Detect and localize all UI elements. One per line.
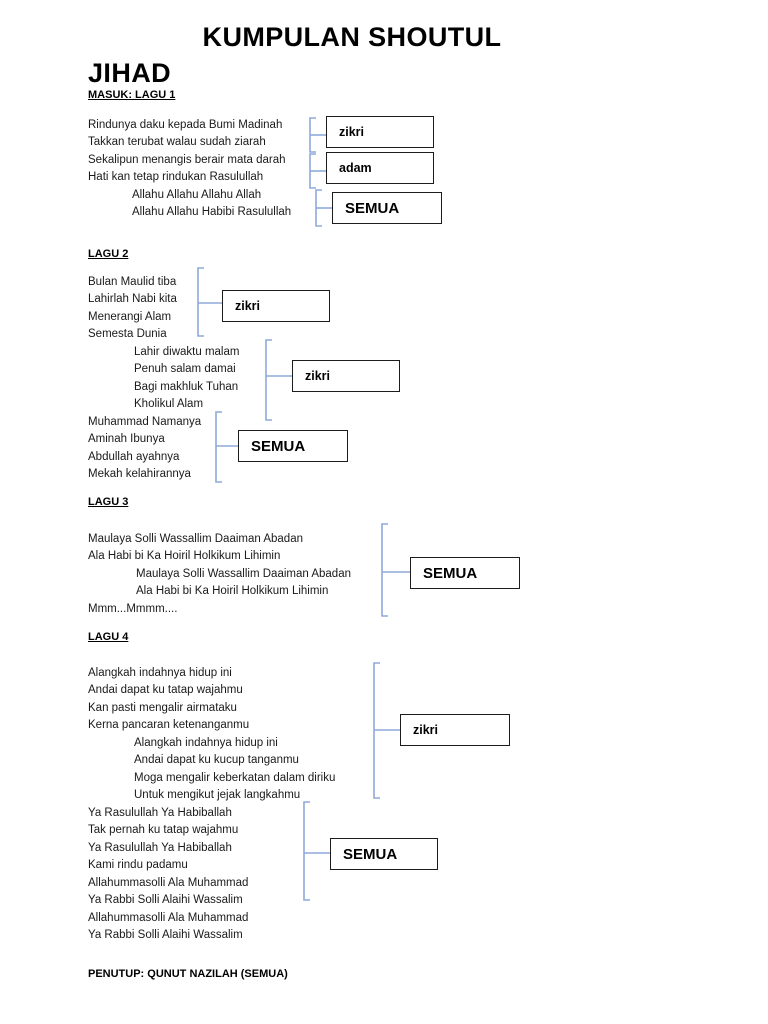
lyric-line: Alangkah indahnya hidup ini <box>88 667 232 679</box>
lyric-line: Abdullah ayahnya <box>88 451 180 463</box>
role-label: SEMUA <box>345 199 400 217</box>
lyric-line: Menerangi Alam <box>88 311 172 323</box>
bracket-lagu1-adam <box>309 153 316 189</box>
lyric-line: Allahummasolli Ala Muhammad <box>88 877 249 889</box>
lyric-line: Rindunya daku kepada Bumi Madinah <box>88 119 283 131</box>
lyric-line: Takkan terubat walau sudah ziarah <box>88 136 266 148</box>
lyric-line: Allahummasolli Ala Muhammad <box>88 912 249 924</box>
lyric-line: Aminah Ibunya <box>88 433 165 445</box>
bracket-lagu4-semua <box>303 801 310 901</box>
lyric-line: Kan pasti mengalir airmataku <box>88 702 237 714</box>
lyric-line: Ala Habi bi Ka Hoiril Holkikum Lihimin <box>88 550 281 562</box>
title-line-1: KUMPULAN SHOUTUL <box>202 22 502 52</box>
lyric-line: Untuk mengikut jejak langkahmu <box>134 789 301 801</box>
lyric-line: Kerna pancaran ketenanganmu <box>88 719 250 731</box>
lyric-line: Hati kan tetap rindukan Rasulullah <box>88 171 264 183</box>
role-label: zikri <box>339 125 365 139</box>
role-label: zikri <box>413 723 439 737</box>
role-box-zikri[interactable]: zikri <box>400 714 510 746</box>
bracket-lagu3-semua <box>381 523 388 617</box>
lyric-line: Muhammad Namanya <box>88 416 202 428</box>
document-footer: PENUTUP: QUNUT NAZILAH (SEMUA) <box>88 968 288 980</box>
role-label: adam <box>339 161 372 175</box>
lyric-line: Allahu Allahu Habibi Rasulullah <box>132 206 292 218</box>
lyric-line: Kami rindu padamu <box>88 859 188 871</box>
bracket-lagu4-zikri <box>373 662 380 799</box>
role-box-semua[interactable]: SEMUA <box>332 192 442 224</box>
section-heading-lagu-2: LAGU 2 <box>88 248 129 260</box>
bracket-lagu1-semua <box>315 189 322 227</box>
title-line-2: JIHAD <box>88 58 172 88</box>
role-box-semua[interactable]: SEMUA <box>330 838 438 870</box>
bracket-lagu2-zikri2 <box>265 339 272 421</box>
lyric-line: Ya Rasulullah Ya Habiballah <box>88 842 232 854</box>
lyric-line: Semesta Dunia <box>88 328 167 340</box>
role-box-semua[interactable]: SEMUA <box>410 557 520 589</box>
lyric-line: Lahir diwaktu malam <box>134 346 240 358</box>
lyric-line: Moga mengalir keberkatan dalam diriku <box>134 772 336 784</box>
lyric-line: Lahirlah Nabi kita <box>88 293 177 305</box>
role-box-zikri[interactable]: zikri <box>326 116 434 148</box>
lyric-line: Bulan Maulid tiba <box>88 276 177 288</box>
lyric-line: Mmm...Mmmm.... <box>88 603 178 615</box>
lyric-line: Mekah kelahirannya <box>88 468 191 480</box>
bracket-lagu2-zikri1 <box>197 267 204 337</box>
role-box-zikri[interactable]: zikri <box>292 360 400 392</box>
lyric-line: Ya Rabbi Solli Alaihi Wassalim <box>88 894 243 906</box>
lyric-line: Maulaya Solli Wassallim Daaiman Abadan <box>88 533 303 545</box>
lyric-line: Maulaya Solli Wassallim Daaiman Abadan <box>136 568 351 580</box>
lyric-line: Alangkah indahnya hidup ini <box>134 737 278 749</box>
lyric-line: Ya Rasulullah Ya Habiballah <box>88 807 232 819</box>
lyric-line: Penuh salam damai <box>134 363 236 375</box>
role-box-semua[interactable]: SEMUA <box>238 430 348 462</box>
lyric-line: Kholikul Alam <box>134 398 204 410</box>
section-heading-lagu-4: LAGU 4 <box>88 631 129 643</box>
lyric-line: Andai dapat ku tatap wajahmu <box>88 684 243 696</box>
lyric-line: Sekalipun menangis berair mata darah <box>88 154 286 166</box>
lyric-line: Tak pernah ku tatap wajahmu <box>88 824 239 836</box>
lyric-line: Bagi makhluk Tuhan <box>134 381 239 393</box>
section-heading-lagu-3: LAGU 3 <box>88 496 129 508</box>
role-label: SEMUA <box>423 564 478 582</box>
section-heading-lagu-1: MASUK: LAGU 1 <box>88 89 176 101</box>
role-box-adam[interactable]: adam <box>326 152 434 184</box>
bracket-lagu2-semua <box>215 411 222 483</box>
role-label: SEMUA <box>343 845 398 863</box>
role-label: SEMUA <box>251 437 306 455</box>
lyric-line: Andai dapat ku kucup tanganmu <box>134 754 299 766</box>
document-title: KUMPULAN SHOUTUL JIHAD <box>0 22 768 88</box>
lyric-line: Allahu Allahu Allahu Allah <box>132 189 262 201</box>
bracket-lagu1-zikri <box>309 117 316 153</box>
lyric-line: Ya Rabbi Solli Alaihi Wassalim <box>88 929 243 941</box>
role-label: zikri <box>305 369 331 383</box>
role-label: zikri <box>235 299 261 313</box>
lyric-line: Ala Habi bi Ka Hoiril Holkikum Lihimin <box>136 585 329 597</box>
role-box-zikri[interactable]: zikri <box>222 290 330 322</box>
